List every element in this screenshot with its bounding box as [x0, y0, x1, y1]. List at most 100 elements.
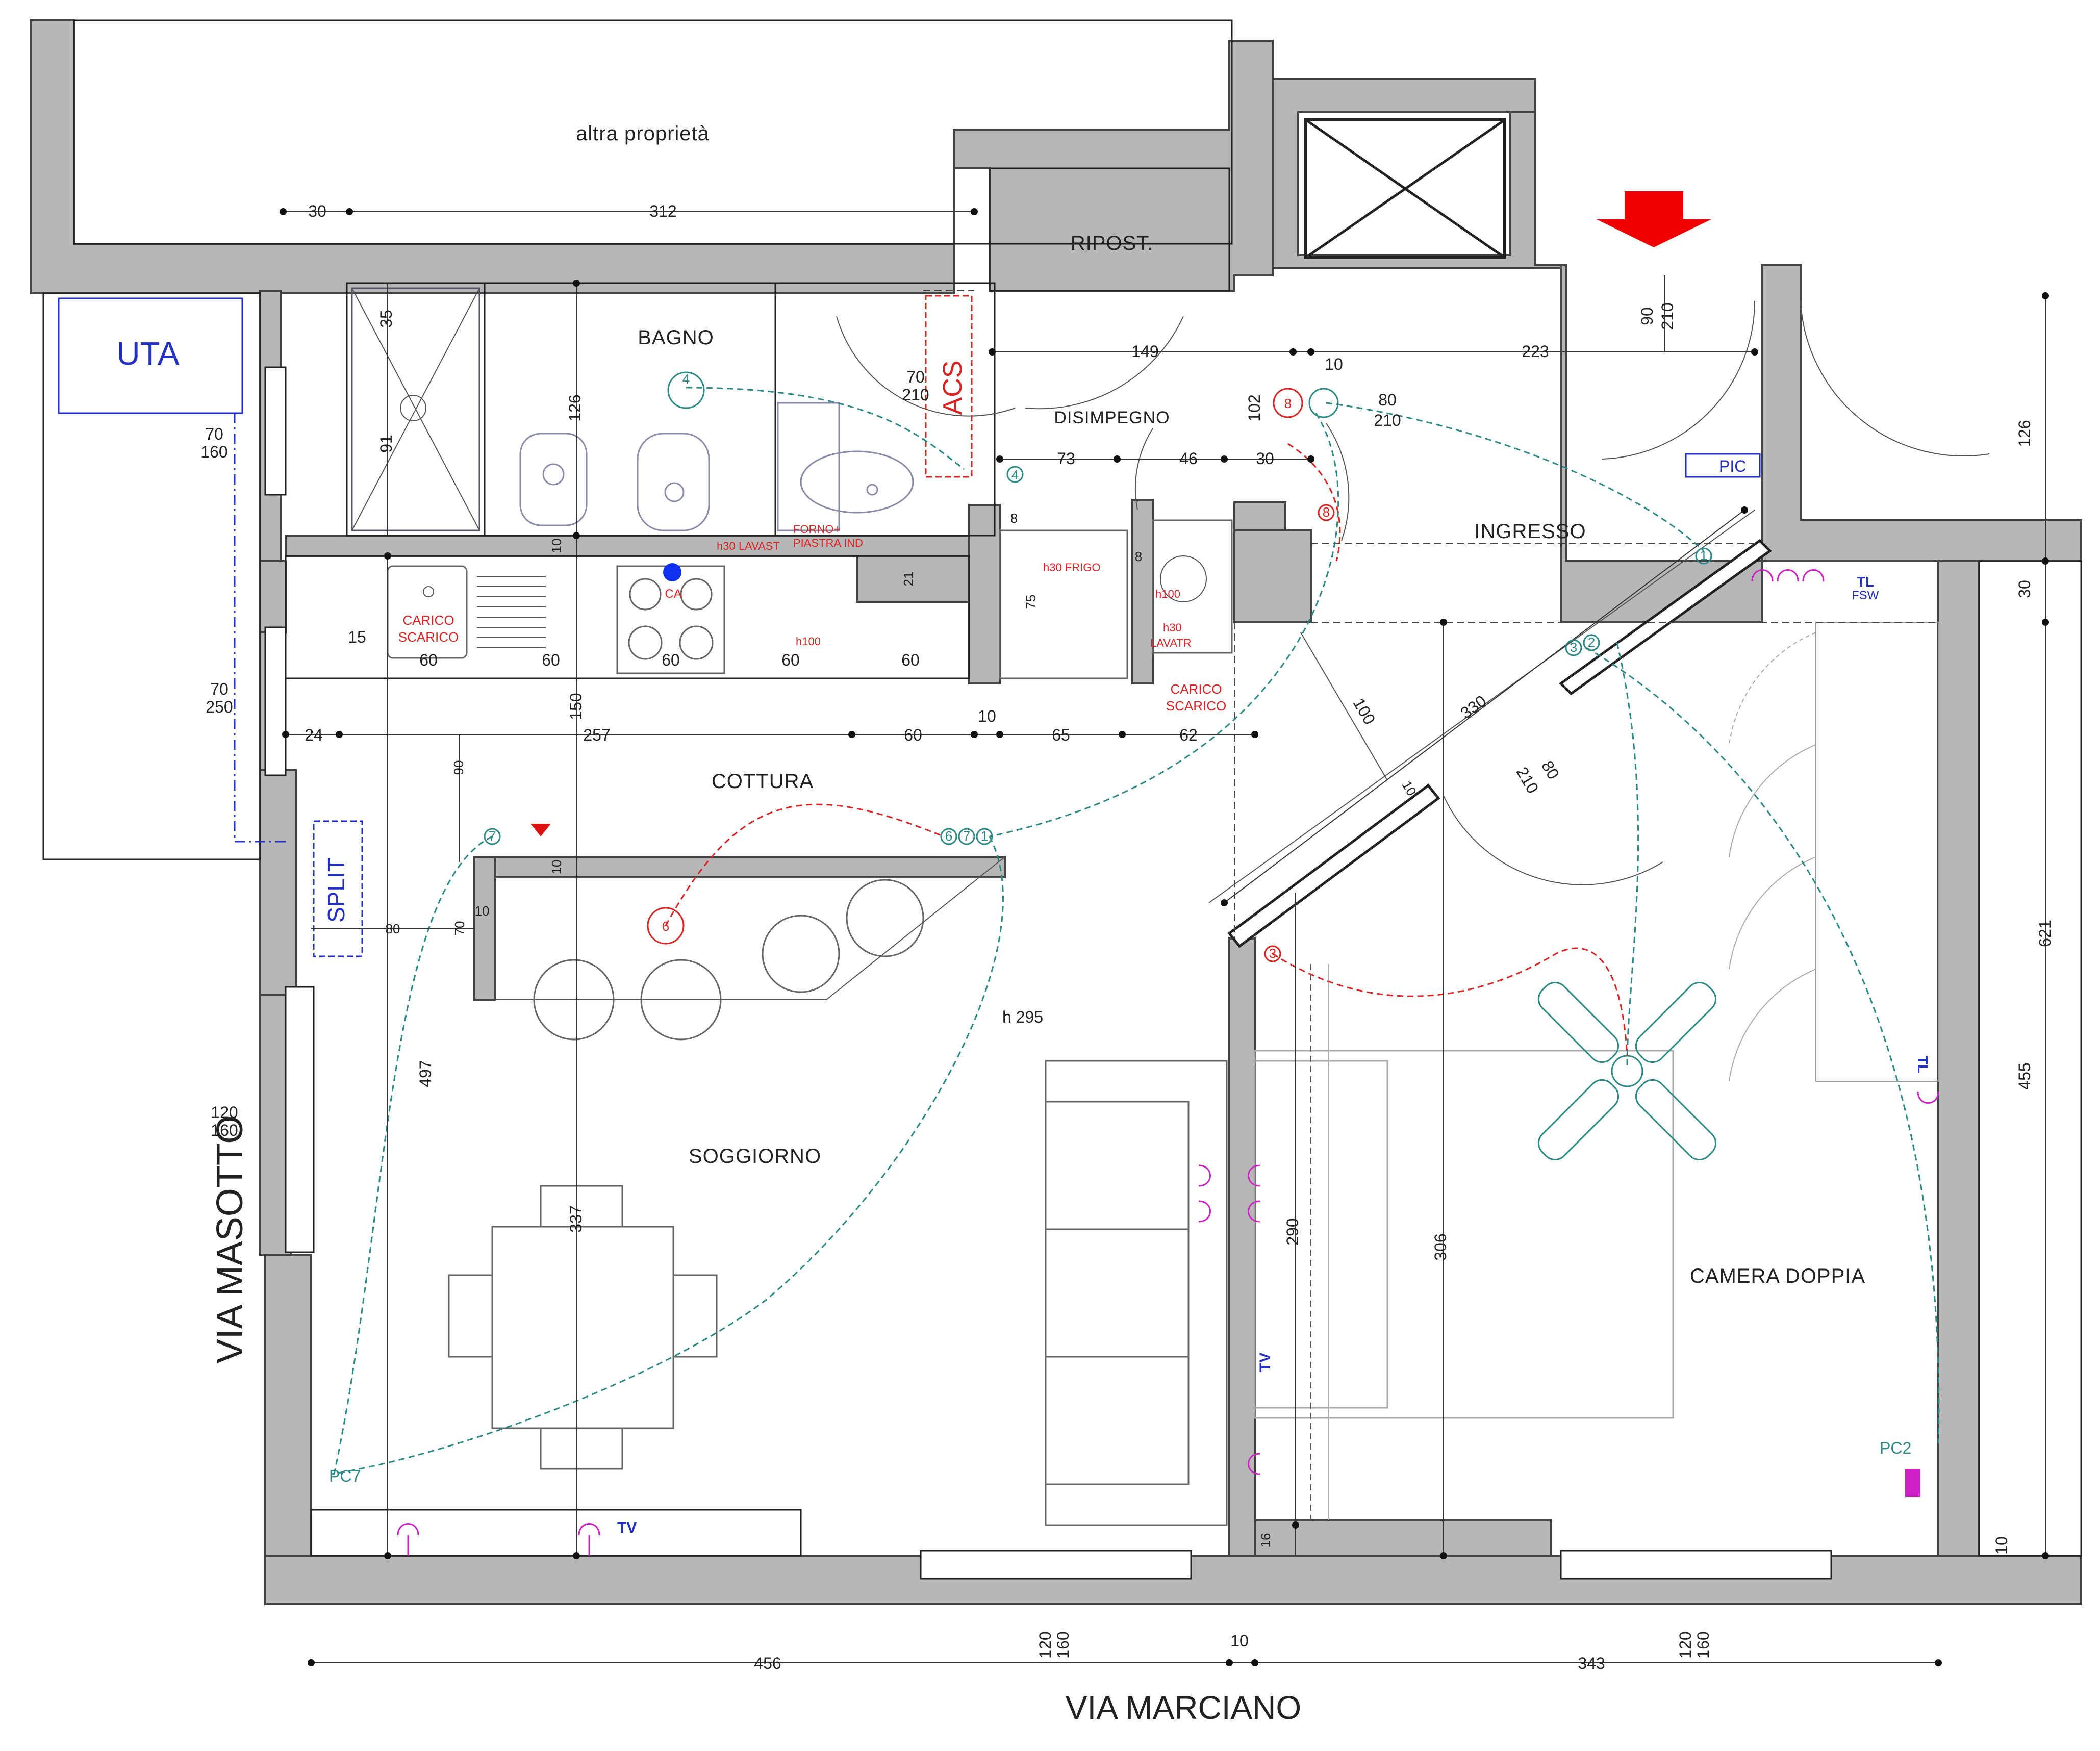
svg-text:250: 250: [206, 698, 233, 716]
label-tl-2: TL: [1915, 1056, 1931, 1073]
light-red-icon: [530, 824, 551, 836]
svg-text:46: 46: [1179, 449, 1198, 468]
svg-text:80: 80: [386, 921, 400, 936]
wall-lavatr-divider: [1131, 499, 1154, 684]
street-via-marciano: VIA MARCIANO: [1066, 1689, 1301, 1726]
label-pc2: PC2: [1880, 1439, 1911, 1457]
kitchen-fixtures: [387, 519, 1233, 679]
svg-text:160: 160: [1054, 1631, 1072, 1658]
svg-text:343: 343: [1578, 1654, 1605, 1672]
wardrobe: [1729, 622, 1939, 1082]
label-h100-b: h100: [1155, 588, 1180, 600]
svg-text:60: 60: [904, 726, 922, 744]
svg-text:120: 120: [1036, 1631, 1054, 1658]
stair-box: [1304, 118, 1506, 259]
label-h100-a: h100: [796, 635, 821, 648]
label-carico-1: CARICO: [402, 613, 454, 628]
annotation-labels: CARICO SCARICO CARICO SCARICO h30 LAVAST…: [329, 453, 1931, 1536]
svg-text:62: 62: [1179, 726, 1198, 744]
uta-terrace-outline: [42, 292, 261, 860]
svg-text:210: 210: [1513, 764, 1542, 796]
marker-8b: 8: [1323, 504, 1330, 520]
wall-east: [1937, 550, 2082, 1557]
svg-text:70: 70: [906, 368, 925, 386]
marker-numbers: 4 8 4 6 7 6 7 1 1 3 2 3 8: [489, 371, 1707, 961]
svg-text:10: 10: [1325, 355, 1343, 373]
label-scarico-2: SCARICO: [1166, 698, 1226, 714]
wall-east-upper: [1761, 264, 2082, 562]
reference-lines: [923, 290, 1938, 938]
island-stools: [495, 856, 1005, 1041]
svg-text:210: 210: [902, 386, 929, 404]
svg-text:21: 21: [901, 572, 916, 587]
marker-7b: 7: [963, 828, 970, 844]
marker-4b: 4: [1011, 467, 1019, 483]
label-cottura: COTTURA: [712, 770, 814, 793]
acs-unit: [925, 295, 973, 478]
svg-text:90: 90: [451, 760, 466, 775]
svg-text:10: 10: [549, 539, 564, 553]
wall-living-bedroom: [1228, 937, 1256, 1557]
label-pc7: PC7: [329, 1467, 361, 1485]
label-h30-lavatr: h30: [1163, 621, 1182, 634]
wall-ingresso-cap: [1233, 501, 1286, 531]
svg-text:497: 497: [416, 1060, 435, 1087]
marker-7: 7: [489, 828, 496, 844]
label-tv-2: TV: [1257, 1353, 1274, 1372]
label-h30-lavast: h30 LAVAST: [717, 540, 780, 552]
svg-text:60: 60: [901, 651, 920, 669]
label-forno: FORNO+: [793, 523, 840, 536]
svg-text:8: 8: [1135, 549, 1142, 564]
wall-left-mid: [259, 560, 287, 633]
bed: [1254, 964, 1674, 1520]
marker-3b: 3: [1269, 946, 1276, 961]
wall-stair-block: [1272, 78, 1562, 269]
windows: [264, 366, 1832, 1580]
svg-text:160: 160: [1694, 1631, 1712, 1658]
svg-text:149: 149: [1131, 342, 1158, 361]
marker-6: 6: [662, 919, 669, 934]
balcony-right: [1978, 560, 2082, 1557]
wall-bath-kitchen: [285, 535, 996, 557]
marker-6b: 6: [945, 828, 952, 844]
svg-text:10: 10: [475, 903, 490, 919]
wiring: [331, 387, 1940, 1475]
svg-text:80: 80: [1378, 391, 1397, 409]
label-scarico-1: SCARICO: [398, 629, 459, 645]
svg-text:60: 60: [662, 651, 680, 669]
sofa: [1045, 1060, 1228, 1526]
svg-text:30: 30: [2015, 580, 2034, 598]
svg-text:80: 80: [1538, 757, 1563, 782]
wall-ingresso-pillar: [1233, 529, 1312, 623]
svg-text:70: 70: [452, 921, 467, 936]
label-ingresso: INGRESSO: [1474, 520, 1586, 543]
svg-text:223: 223: [1522, 342, 1549, 361]
svg-text:160: 160: [200, 443, 227, 461]
diagonal-walls: [1208, 510, 1772, 948]
svg-text:60: 60: [542, 651, 560, 669]
label-h295: h 295: [1002, 1008, 1043, 1026]
svg-text:10: 10: [549, 860, 564, 875]
room-outlines: [42, 19, 2082, 1557]
svg-text:30: 30: [1256, 449, 1274, 468]
label-piastra: PIASTRA IND: [793, 537, 863, 549]
svg-text:337: 337: [567, 1205, 585, 1232]
altra-proprieta-outline: [73, 19, 1233, 245]
uta-unit: [58, 297, 243, 414]
label-ca: CA: [665, 587, 681, 601]
svg-text:10: 10: [978, 707, 996, 725]
sockets: [397, 569, 1939, 1556]
svg-text:126: 126: [2015, 420, 2034, 447]
svg-text:73: 73: [1057, 449, 1075, 468]
door-swings: [836, 300, 1990, 885]
label-soggiorno: SOGGIORNO: [689, 1145, 821, 1168]
svg-text:24: 24: [305, 726, 323, 744]
label-split: SPLIT: [323, 857, 349, 923]
marker-1b: 1: [1700, 548, 1707, 563]
label-acs: ACS: [938, 361, 968, 415]
svg-text:10: 10: [1992, 1536, 2011, 1555]
svg-text:455: 455: [2015, 1062, 2034, 1089]
label-lavatr: LAVATR: [1150, 637, 1192, 649]
svg-text:102: 102: [1245, 394, 1263, 421]
svg-text:60: 60: [781, 651, 800, 669]
